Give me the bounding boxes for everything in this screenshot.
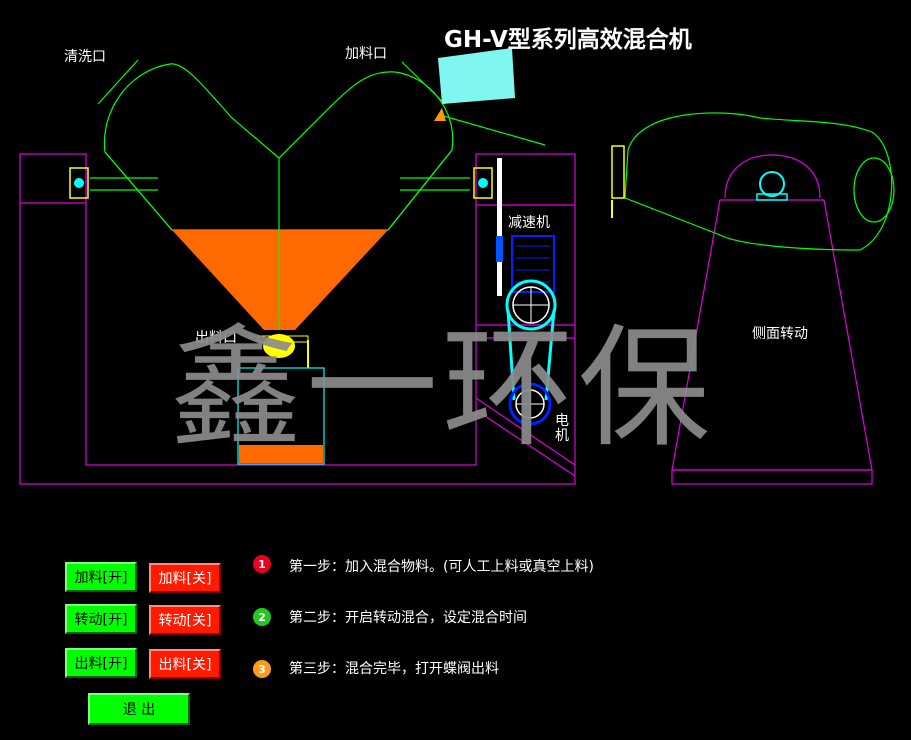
step-2-badge: 2 <box>253 608 271 626</box>
machine-frame <box>19 153 576 485</box>
side-view <box>611 112 895 485</box>
rotate-on-button[interactable]: 转动[开] <box>65 604 137 634</box>
outlet-label: 出料口 <box>195 330 237 346</box>
drive-shaft <box>497 158 502 296</box>
collection-bin <box>237 367 325 465</box>
step-2-text: 第二步：开启转动混合，设定混合时间 <box>289 610 527 626</box>
step-3-text: 第三步：混合完毕，打开蝶阀出料 <box>289 661 499 677</box>
left-bearing <box>69 167 89 199</box>
motor-label: 电机 <box>555 413 569 444</box>
right-bearing <box>473 167 493 199</box>
motor <box>508 382 552 426</box>
step-3-badge: 3 <box>253 660 271 678</box>
feed-port-label: 加料口 <box>345 46 387 62</box>
rotate-off-button[interactable]: 转动[关] <box>149 605 221 635</box>
drive-belt <box>506 309 556 401</box>
feed-hopper <box>438 48 515 104</box>
pulley-large <box>505 279 557 331</box>
wash-port-label: 清洗口 <box>64 49 106 65</box>
material-fill <box>172 230 388 330</box>
discharge-off-button[interactable]: 出料[关] <box>149 649 221 679</box>
v-vessel <box>90 59 546 231</box>
reducer-label: 减速机 <box>508 215 550 231</box>
feed-nozzle-icon <box>434 108 446 121</box>
butterfly-valve <box>257 334 309 368</box>
side-rotation-label: 侧面转动 <box>752 326 808 342</box>
step-1-badge: 1 <box>253 555 271 573</box>
step-1-text: 第一步：加入混合物料。(可人工上料或真空上料) <box>289 559 594 575</box>
feed-on-button[interactable]: 加料[开] <box>65 562 137 592</box>
feed-off-button[interactable]: 加料[关] <box>149 563 221 593</box>
exit-button[interactable]: 退 出 <box>88 693 190 725</box>
discharge-on-button[interactable]: 出料[开] <box>65 648 137 678</box>
page-title: GH-V型系列高效混合机 <box>444 27 692 53</box>
